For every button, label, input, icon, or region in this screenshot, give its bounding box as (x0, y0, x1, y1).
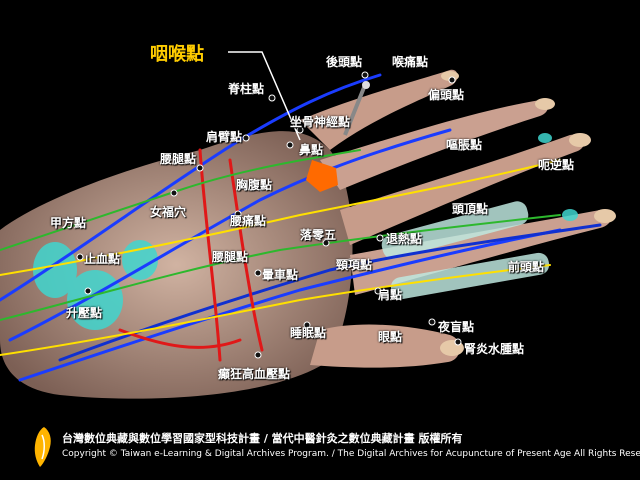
label-occipital-point: 後頭點 (326, 55, 363, 69)
label-sore-throat-point: 喉痛點 (392, 55, 429, 69)
finger-ring (340, 134, 585, 245)
footer-copyright-chinese: 台灣數位典藏與數位學習國家型科技計畫 / 當代中醫針灸之數位典藏計畫 版權所有 (62, 432, 463, 445)
label-raise-pressure-point: 升壓點 (66, 306, 103, 320)
label-nephritis-edema-point: 腎炎水腫點 (464, 342, 525, 356)
label-vertex-point: 頭頂點 (452, 202, 489, 216)
hand-anatomy-illustration (0, 51, 616, 399)
footer (0, 420, 640, 480)
label-fever-reduce-point: 退熱點 (386, 232, 423, 246)
label-lumbago-point: 腰痛點 (230, 214, 267, 228)
label-spine-point: 脊柱點 (228, 82, 265, 96)
footer-copyright-english: Copyright © Taiwan e-Learning & Digital … (62, 449, 640, 459)
label-eye-point: 眼點 (378, 330, 403, 344)
highlight-label-throat-point: 咽喉點 (150, 44, 204, 65)
label-shoulder-point: 肩點 (378, 288, 403, 302)
acupoint-dots (76, 71, 462, 359)
label-hemostasis-point: 止血點 (84, 252, 121, 266)
label-motion-sickness-point: 暈車點 (262, 268, 299, 282)
finger-middle (320, 99, 549, 190)
label-waist-leg-point-lower: 腰腿點 (212, 250, 249, 264)
label-mania-hypertension-point: 癲狂高血壓點 (218, 367, 291, 381)
thumb (310, 324, 460, 368)
taiwan-map-logo (34, 427, 51, 467)
label-nu-fu-point: 女福穴 (150, 205, 187, 219)
acupoint-marker-highlight (306, 160, 338, 192)
label-frontal-point: 前頭點 (508, 260, 545, 274)
label-neck-point: 頸項點 (336, 258, 373, 272)
label-migraine-point: 偏頭點 (428, 88, 465, 102)
label-chest-abdomen-point: 胸腹點 (236, 178, 273, 192)
label-night-blindness-point: 夜盲點 (438, 320, 475, 334)
highlight-leader-line (228, 51, 301, 141)
needle-tip-dot (362, 81, 370, 89)
label-jia-fang-point: 甲方點 (50, 216, 87, 230)
label-luo-ling-wu-point: 落零五 (300, 228, 337, 242)
label-nose-point: 鼻點 (299, 143, 324, 157)
blood-vessels (0, 73, 602, 382)
label-sleep-point: 睡眠點 (290, 326, 327, 340)
label-hiccup-point: 呃逆點 (538, 158, 575, 172)
finger-index (300, 69, 458, 150)
acupuncture-needle (343, 84, 367, 136)
label-vomit-bloat-point: 嘔脹點 (446, 138, 483, 152)
fingertips (440, 71, 616, 356)
label-sciatic-point: 坐骨神經點 (290, 115, 351, 129)
finger-little (350, 209, 612, 295)
label-shoulder-arm-point: 肩臂點 (206, 130, 243, 144)
label-waist-leg-point-upper: 腰腿點 (160, 152, 197, 166)
